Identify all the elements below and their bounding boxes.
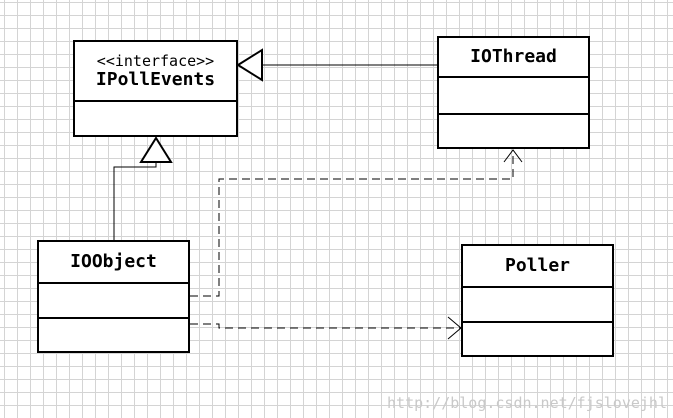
class-ipollevents: <<interface>> IPollEvents xyxy=(73,40,238,137)
class-name: Poller xyxy=(504,255,571,276)
watermark-text: http://blog.csdn.net/fjslovejhl xyxy=(387,394,667,412)
dependency-arrowhead-up xyxy=(503,149,523,163)
class-attributes-section xyxy=(39,284,188,319)
class-iothread: IOThread xyxy=(437,36,590,149)
class-poller: Poller xyxy=(461,244,614,357)
class-header: <<interface>> IPollEvents xyxy=(75,42,236,102)
class-header: IOThread xyxy=(439,38,588,78)
ioobject-iothread-dependency-line xyxy=(190,150,514,297)
class-name: IOThread xyxy=(470,46,557,67)
ioobject-poller-dependency-line xyxy=(190,323,461,329)
class-name: IPollEvents xyxy=(95,69,216,90)
class-methods-section xyxy=(39,319,188,351)
class-stereotype: <<interface>> xyxy=(96,52,215,70)
class-ioobject: IOObject xyxy=(37,240,190,353)
class-name: IOObject xyxy=(70,251,157,272)
realization-arrowhead-up xyxy=(139,136,173,163)
class-attributes-section xyxy=(463,288,612,323)
ioobject-realization-line xyxy=(113,162,157,240)
class-methods-section xyxy=(463,323,612,355)
realization-arrowhead-right xyxy=(236,48,263,82)
class-attributes-section xyxy=(75,102,236,135)
class-header: IOObject xyxy=(39,242,188,284)
class-attributes-section xyxy=(439,78,588,115)
class-methods-section xyxy=(439,115,588,147)
class-header: Poller xyxy=(463,246,612,288)
